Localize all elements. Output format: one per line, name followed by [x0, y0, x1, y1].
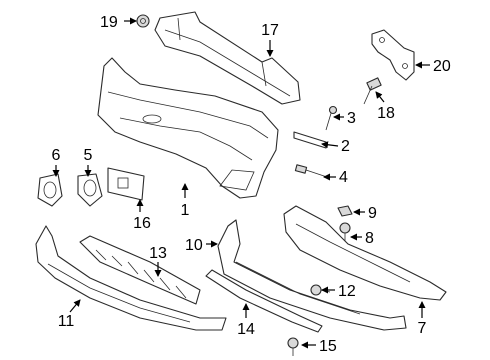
screw-part-lower [287, 337, 299, 356]
clip-part [136, 14, 150, 28]
mounting-bracket [371, 29, 415, 81]
callout-14: 14 [237, 321, 255, 338]
leader-18 [375, 91, 385, 103]
push-pin [325, 105, 338, 131]
callout-9: 9 [368, 205, 377, 222]
bolt-part [363, 77, 382, 105]
callout-labels: 1 2 3 4 5 6 7 8 9 10 11 12 13 14 15 16 1… [52, 14, 451, 355]
bumper-reinforcement [154, 11, 301, 105]
callout-2: 2 [341, 138, 350, 155]
fog-lamp-bezel-right [77, 173, 103, 207]
leader-2 [321, 141, 339, 149]
callout-8: 8 [365, 230, 374, 247]
bumper-cover [97, 57, 279, 199]
callout-15: 15 [319, 338, 337, 355]
leader-11 [69, 299, 81, 313]
splash-shield [283, 205, 447, 301]
callout-11: 11 [58, 313, 75, 330]
callout-5: 5 [84, 147, 93, 164]
trim-strip [205, 269, 323, 333]
callout-10: 10 [185, 237, 203, 254]
lower-grille [79, 235, 201, 305]
callout-12: 12 [338, 283, 356, 300]
screw-part [339, 222, 351, 244]
fog-lamp-bezel-left [37, 173, 63, 207]
wiring-connector [294, 164, 331, 179]
callout-1: 1 [181, 202, 190, 219]
callout-7: 7 [418, 320, 427, 337]
callout-17: 17 [261, 22, 279, 39]
callout-6: 6 [52, 147, 61, 164]
callout-leaders [52, 17, 430, 349]
callout-13: 13 [149, 245, 167, 262]
lower-valance [35, 225, 227, 331]
callout-4: 4 [339, 169, 348, 186]
sensor-bracket [293, 131, 327, 149]
air-deflector [217, 219, 407, 331]
callout-19: 19 [100, 14, 118, 31]
license-plate-bracket [107, 167, 145, 201]
callout-3: 3 [347, 110, 356, 127]
callout-20: 20 [433, 58, 451, 75]
callout-16: 16 [133, 215, 151, 232]
retainer-clip [337, 205, 353, 217]
callout-18: 18 [377, 105, 395, 122]
